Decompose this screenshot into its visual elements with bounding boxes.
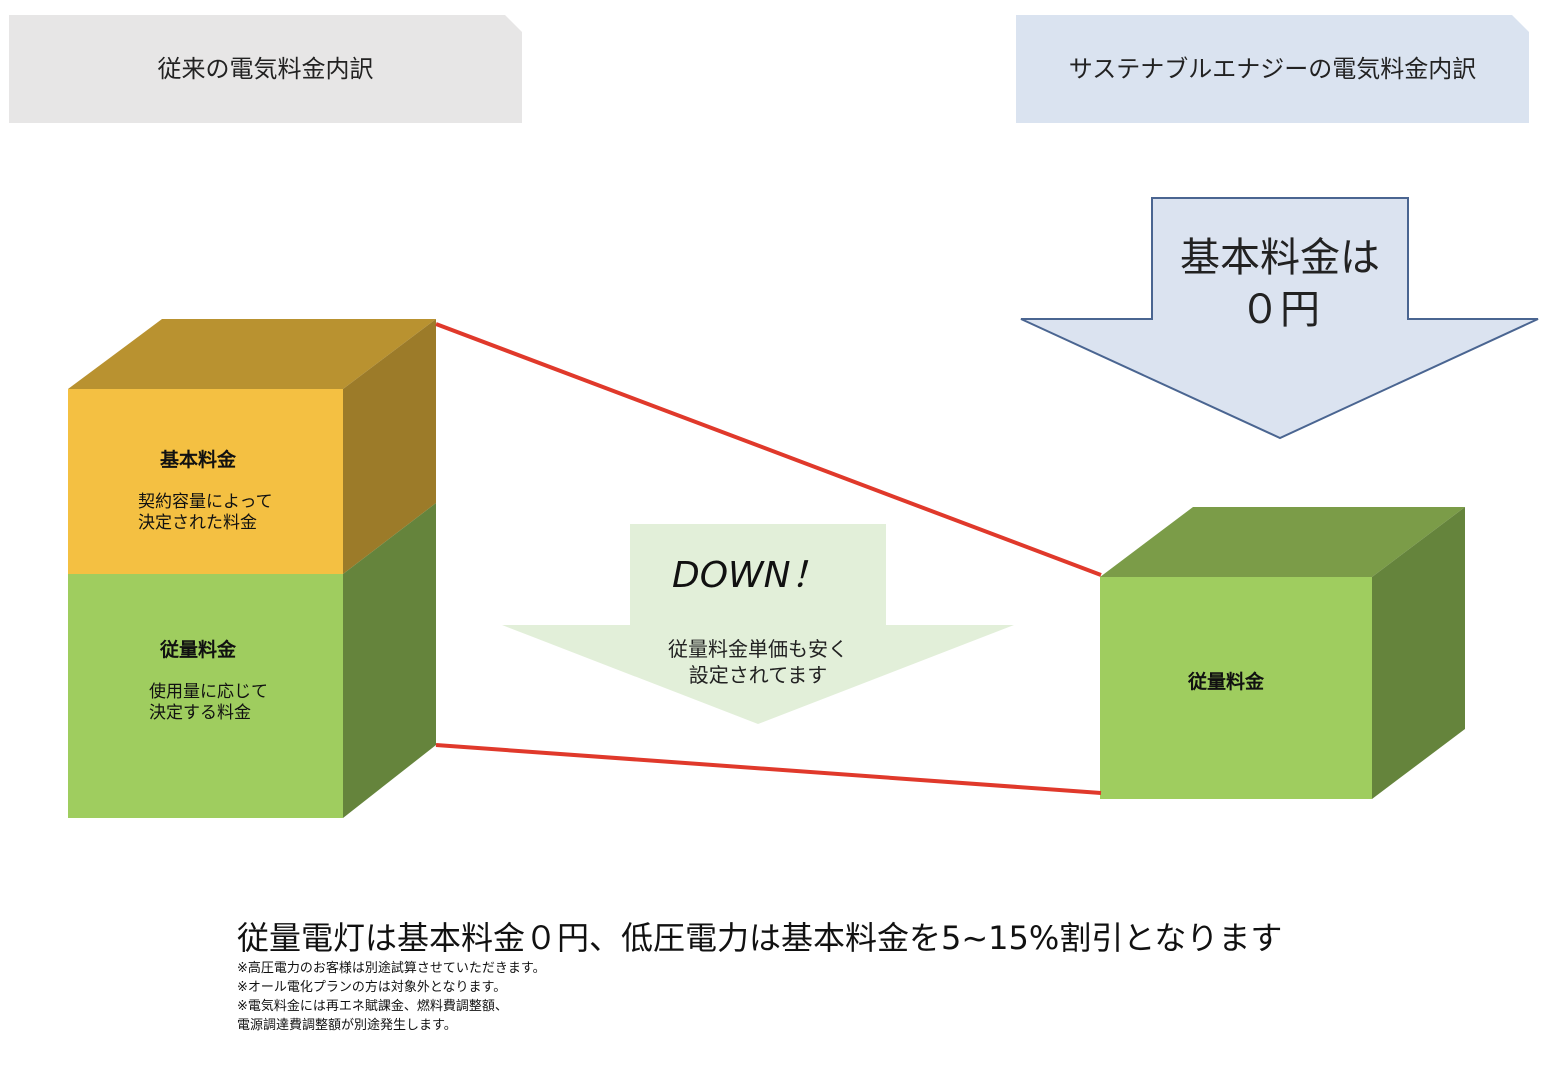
usage-charge-title-right: 従量料金 bbox=[1188, 671, 1265, 693]
connector-line-bottom bbox=[435, 743, 1102, 795]
header-right-title: サステナブルエナジーの電気料金内訳 bbox=[1068, 55, 1477, 83]
usage-block-front-face bbox=[68, 574, 343, 818]
down-subtitle: 従量料金単価も安く 設定されてます bbox=[668, 637, 848, 687]
basic-block-top-face bbox=[68, 319, 436, 389]
header-right-tab bbox=[1016, 15, 1529, 123]
right-block-front-face bbox=[1100, 577, 1372, 799]
basic-charge-title: 基本料金 bbox=[160, 449, 237, 471]
down-arrow bbox=[502, 524, 1014, 724]
basic-charge-desc: 契約容量によって 決定された料金 bbox=[138, 492, 273, 534]
usage-block-side-face bbox=[343, 503, 436, 818]
header-left-tab bbox=[9, 15, 522, 123]
basic-zero-arrow bbox=[1020, 197, 1539, 440]
right-block-top-face bbox=[1100, 507, 1465, 577]
right-block-side-face bbox=[1372, 507, 1465, 799]
down-title: DOWN！ bbox=[672, 555, 827, 596]
header-left-title: 従来の電気料金内訳 bbox=[157, 55, 374, 83]
summary-text: 従量電灯は基本料金０円、低圧電力は基本料金を5~15%割引となります bbox=[237, 919, 1283, 957]
connector-line-top bbox=[435, 322, 1102, 577]
footnotes: ※高圧電力のお客様は別途試算させていただきます。 ※オール電化プランの方は対象外… bbox=[237, 961, 546, 1033]
basic-block-side-face bbox=[343, 319, 436, 574]
basic-block-front-face bbox=[68, 389, 343, 574]
usage-charge-title-left: 従量料金 bbox=[160, 639, 237, 661]
basic-zero-text: 基本料金は ０円 bbox=[1180, 235, 1380, 333]
usage-charge-desc: 使用量に応じて 決定する料金 bbox=[149, 682, 268, 724]
